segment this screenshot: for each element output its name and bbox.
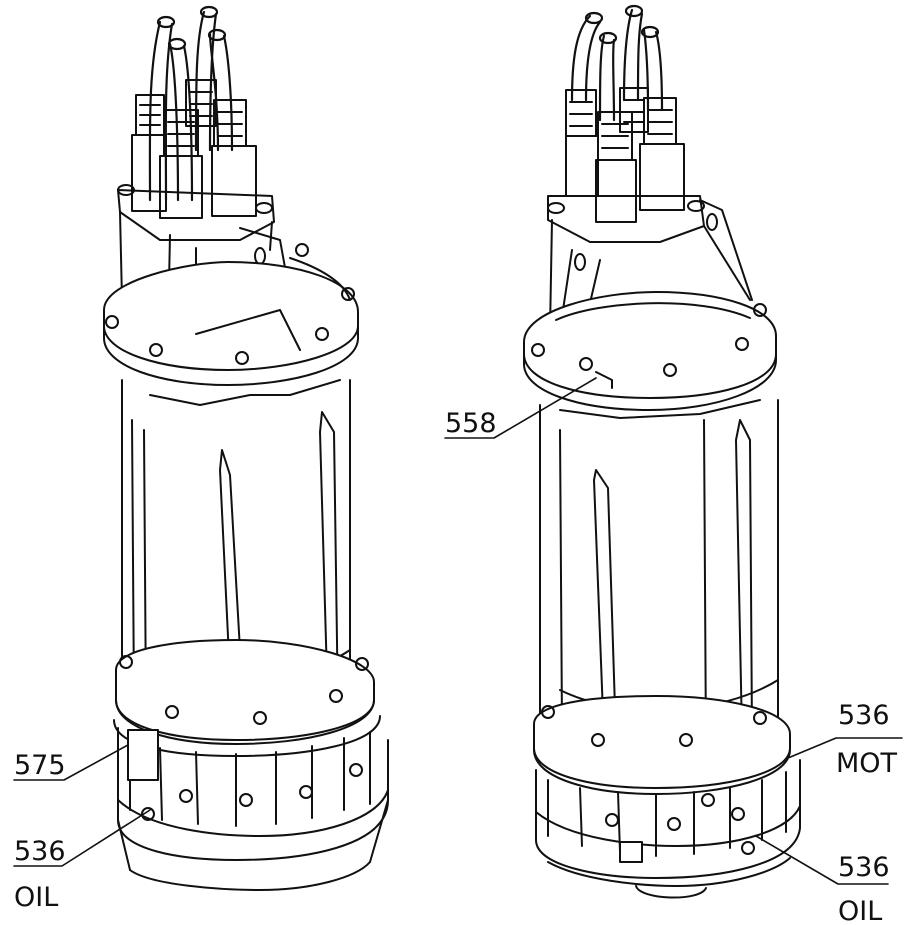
left-cable-glands: [131, 79, 257, 219]
callout-536-oil-left-number: 536: [14, 836, 66, 867]
callout-536-mot-number: 536: [838, 700, 890, 731]
left-lower-housing: [113, 639, 389, 891]
callout-575-number: 575: [14, 750, 66, 781]
leader-lines: [13, 377, 903, 885]
left-pump: [103, 5, 389, 891]
leader-558: [444, 377, 597, 439]
left-top-flange: [103, 243, 359, 386]
leader-536-mot: [787, 737, 903, 759]
callout-536-oil-right-number: 536: [838, 852, 890, 883]
leader-536-oil-left: [13, 809, 151, 867]
right-pump: [523, 4, 801, 899]
leader-575: [13, 744, 129, 781]
right-lower-housing: [533, 695, 801, 899]
callout-536-mot-sub: MOT: [836, 748, 898, 779]
callout-558-number: 558: [445, 408, 497, 439]
callout-536-oil-right-sub: OIL: [838, 896, 882, 925]
right-cable-glands: [565, 87, 685, 223]
callout-labels: 575 536 OIL 558 536 MOT 536 OIL: [14, 408, 898, 925]
leader-536-oil-right: [755, 835, 889, 885]
callout-536-oil-left-sub: OIL: [14, 882, 58, 913]
right-top-flange: [523, 291, 777, 411]
